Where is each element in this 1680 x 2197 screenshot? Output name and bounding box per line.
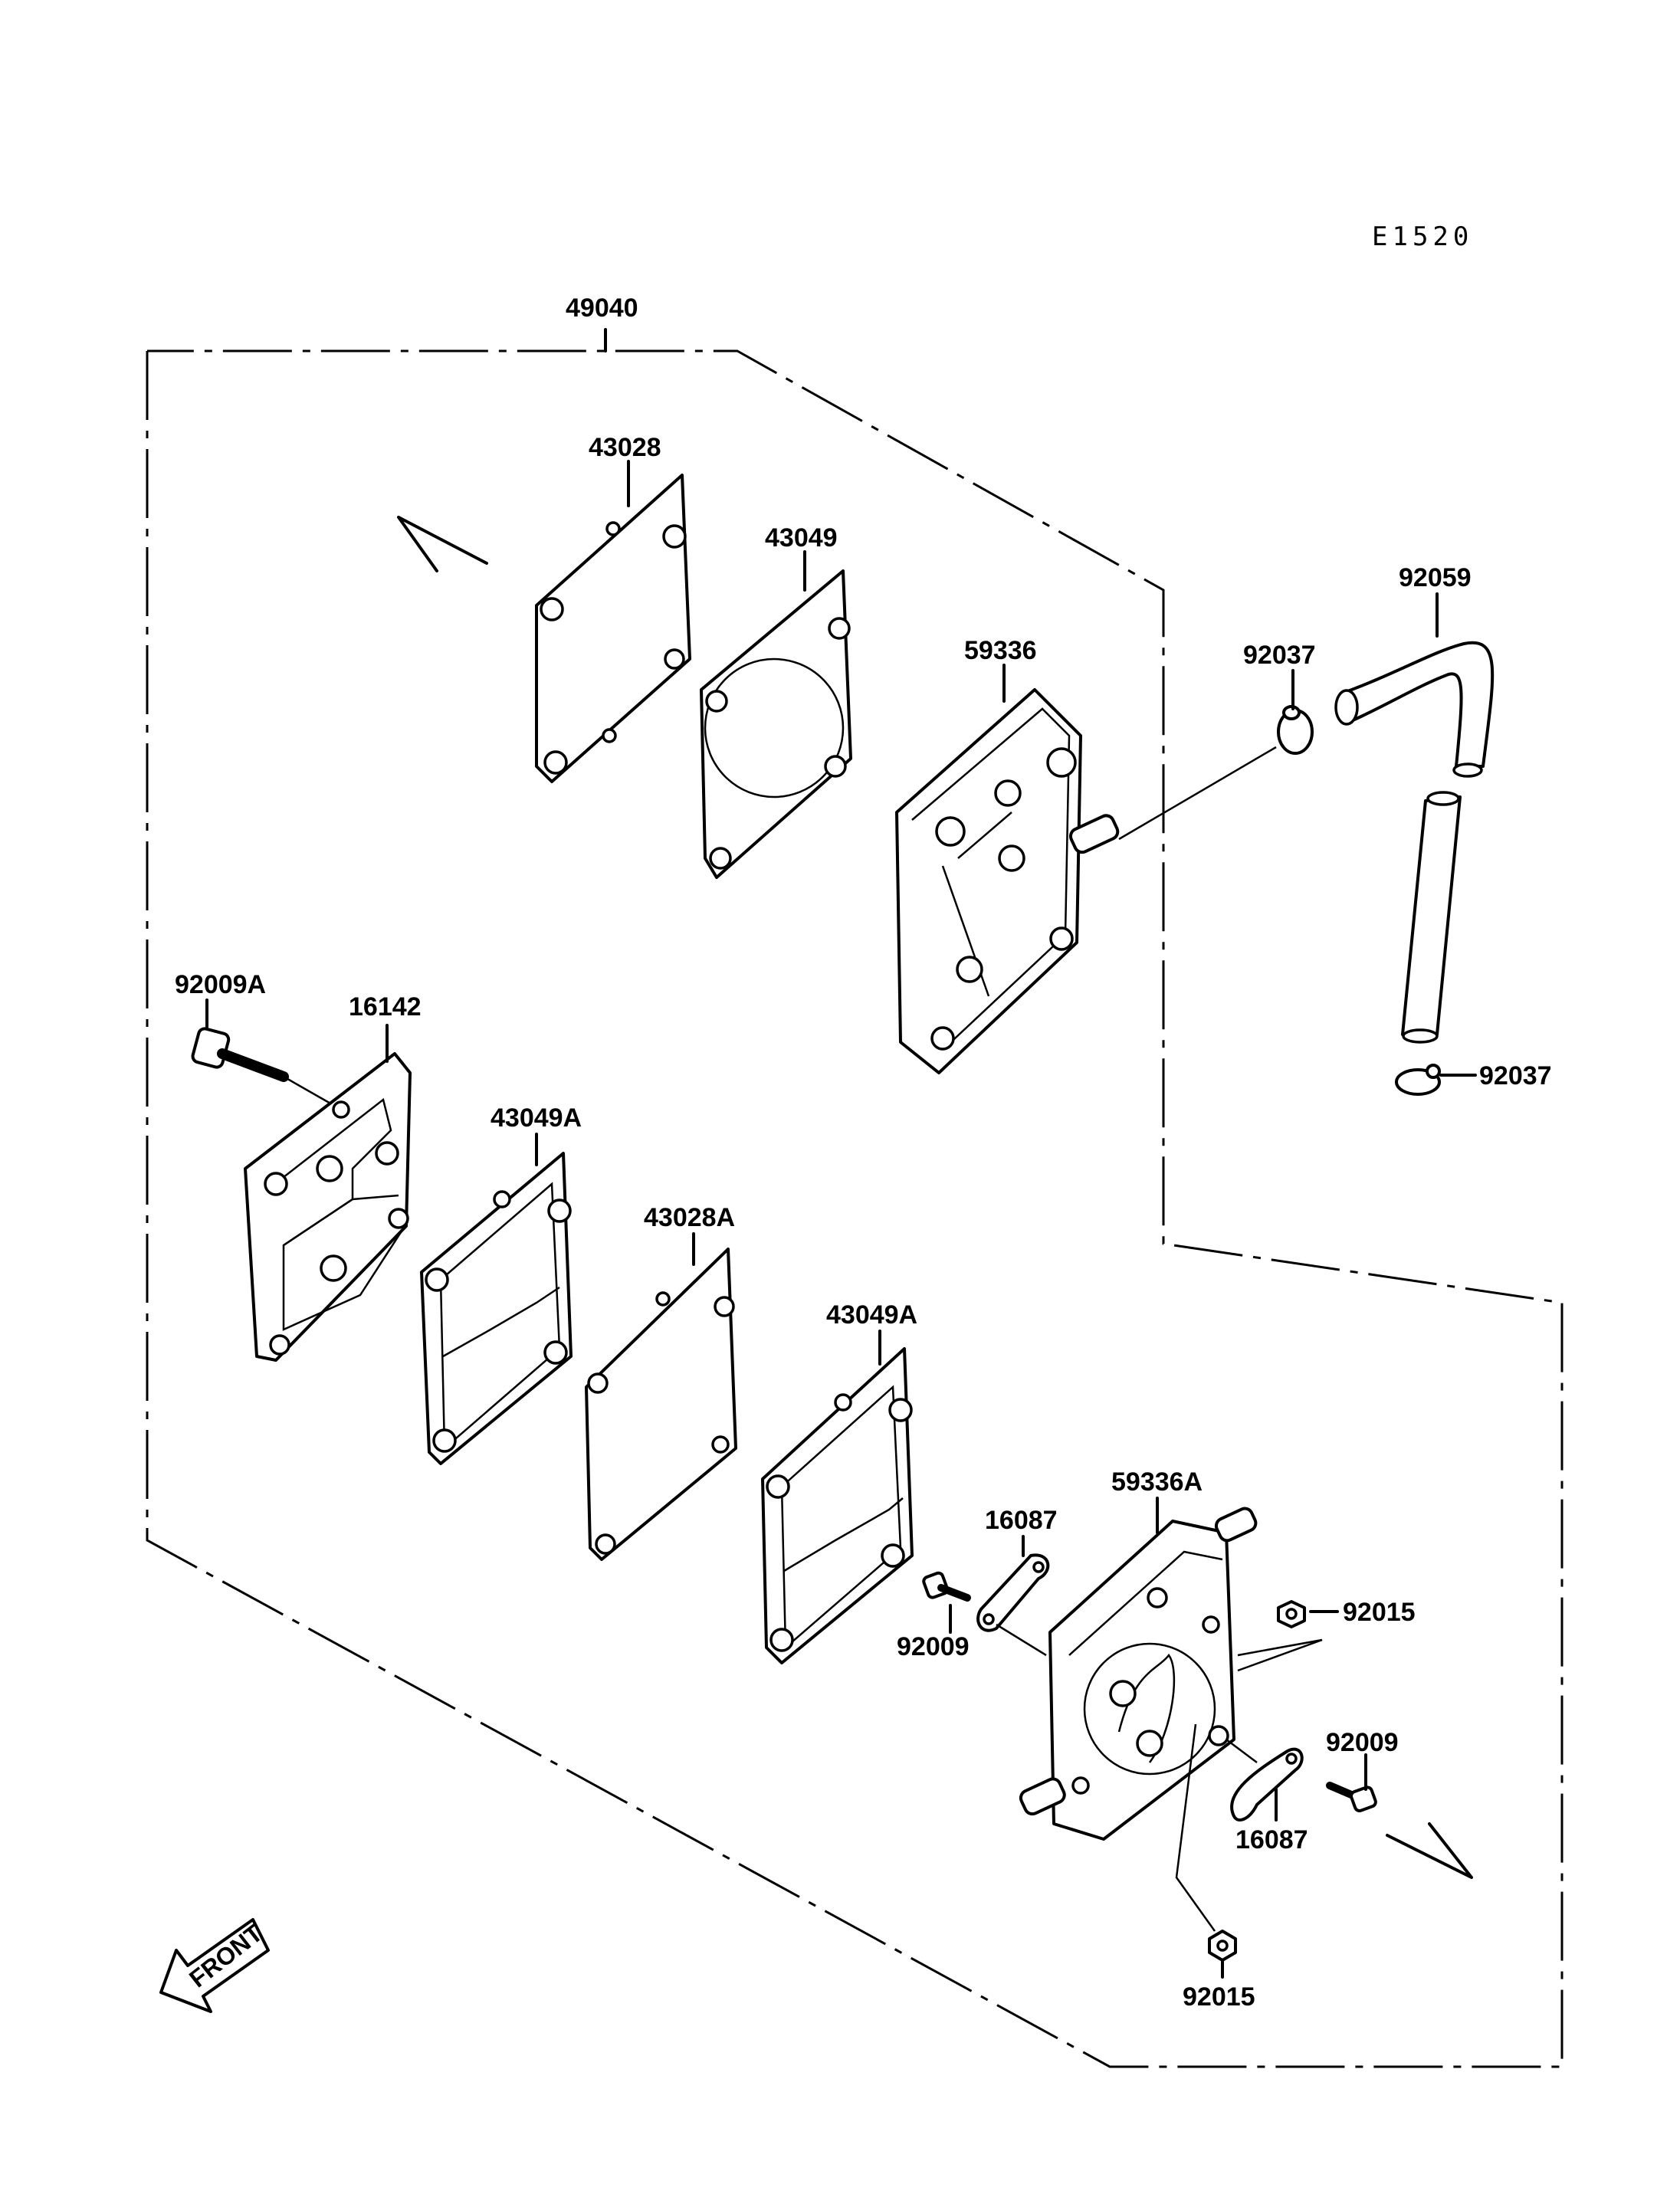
- part-16087-bracket-right: [1230, 1747, 1304, 1822]
- label-59336A: 59336A: [1111, 1467, 1203, 1497]
- label-92059: 92059: [1399, 563, 1472, 592]
- label-92037-top: 92037: [1243, 641, 1316, 670]
- part-43049A-gasket-2: [761, 1347, 914, 1664]
- label-92015-right: 92015: [1343, 1598, 1416, 1627]
- diagram-code: E1520: [1372, 221, 1473, 252]
- part-92009A-bolt: [191, 1027, 289, 1082]
- part-43049-gasket: [700, 569, 852, 879]
- label-43049A-1: 43049A: [491, 1103, 582, 1133]
- part-92037-clamp-top: [1277, 705, 1314, 755]
- label-43028A: 43028A: [644, 1203, 735, 1232]
- label-43028: 43028: [589, 433, 661, 462]
- label-43049A-2: 43049A: [826, 1300, 917, 1330]
- direction-arrow-bottom: [1386, 1822, 1473, 1879]
- label-92015-bottom: 92015: [1183, 1982, 1255, 2012]
- label-49040: 49040: [566, 293, 638, 323]
- part-43049A-gasket-1: [420, 1152, 573, 1465]
- label-92009-left: 92009: [897, 1632, 970, 1661]
- label-92009A: 92009A: [175, 970, 266, 999]
- part-92009-screw-right: [1326, 1782, 1377, 1812]
- label-92037-bottom: 92037: [1479, 1061, 1552, 1090]
- assembly-boundary: [146, 328, 1564, 2068]
- part-92015-nut-bottom: [1208, 1930, 1237, 1962]
- part-16142-cover-plate: [244, 1052, 412, 1362]
- label-16087-left: 16087: [985, 1506, 1058, 1535]
- label-43049: 43049: [765, 523, 838, 553]
- front-marker: FRONT: [159, 1918, 270, 2013]
- part-92015-nut-right: [1277, 1600, 1306, 1628]
- part-92009-screw-left: [922, 1571, 971, 1602]
- part-43028A-plate: [585, 1248, 737, 1561]
- part-92037-clamp-bottom: [1395, 1064, 1441, 1096]
- part-92059-hose: [1334, 641, 1495, 1044]
- label-16087-right: 16087: [1235, 1825, 1308, 1854]
- part-59336-pump-cover: [895, 688, 1120, 1074]
- direction-arrow-top: [397, 516, 488, 572]
- part-59336A-pump-body: [1019, 1507, 1258, 1841]
- label-92009-right: 92009: [1326, 1728, 1399, 1757]
- label-16142: 16142: [349, 992, 422, 1021]
- label-59336: 59336: [964, 636, 1037, 665]
- part-16087-bracket-left: [976, 1553, 1050, 1632]
- part-43028-plate: [535, 474, 691, 783]
